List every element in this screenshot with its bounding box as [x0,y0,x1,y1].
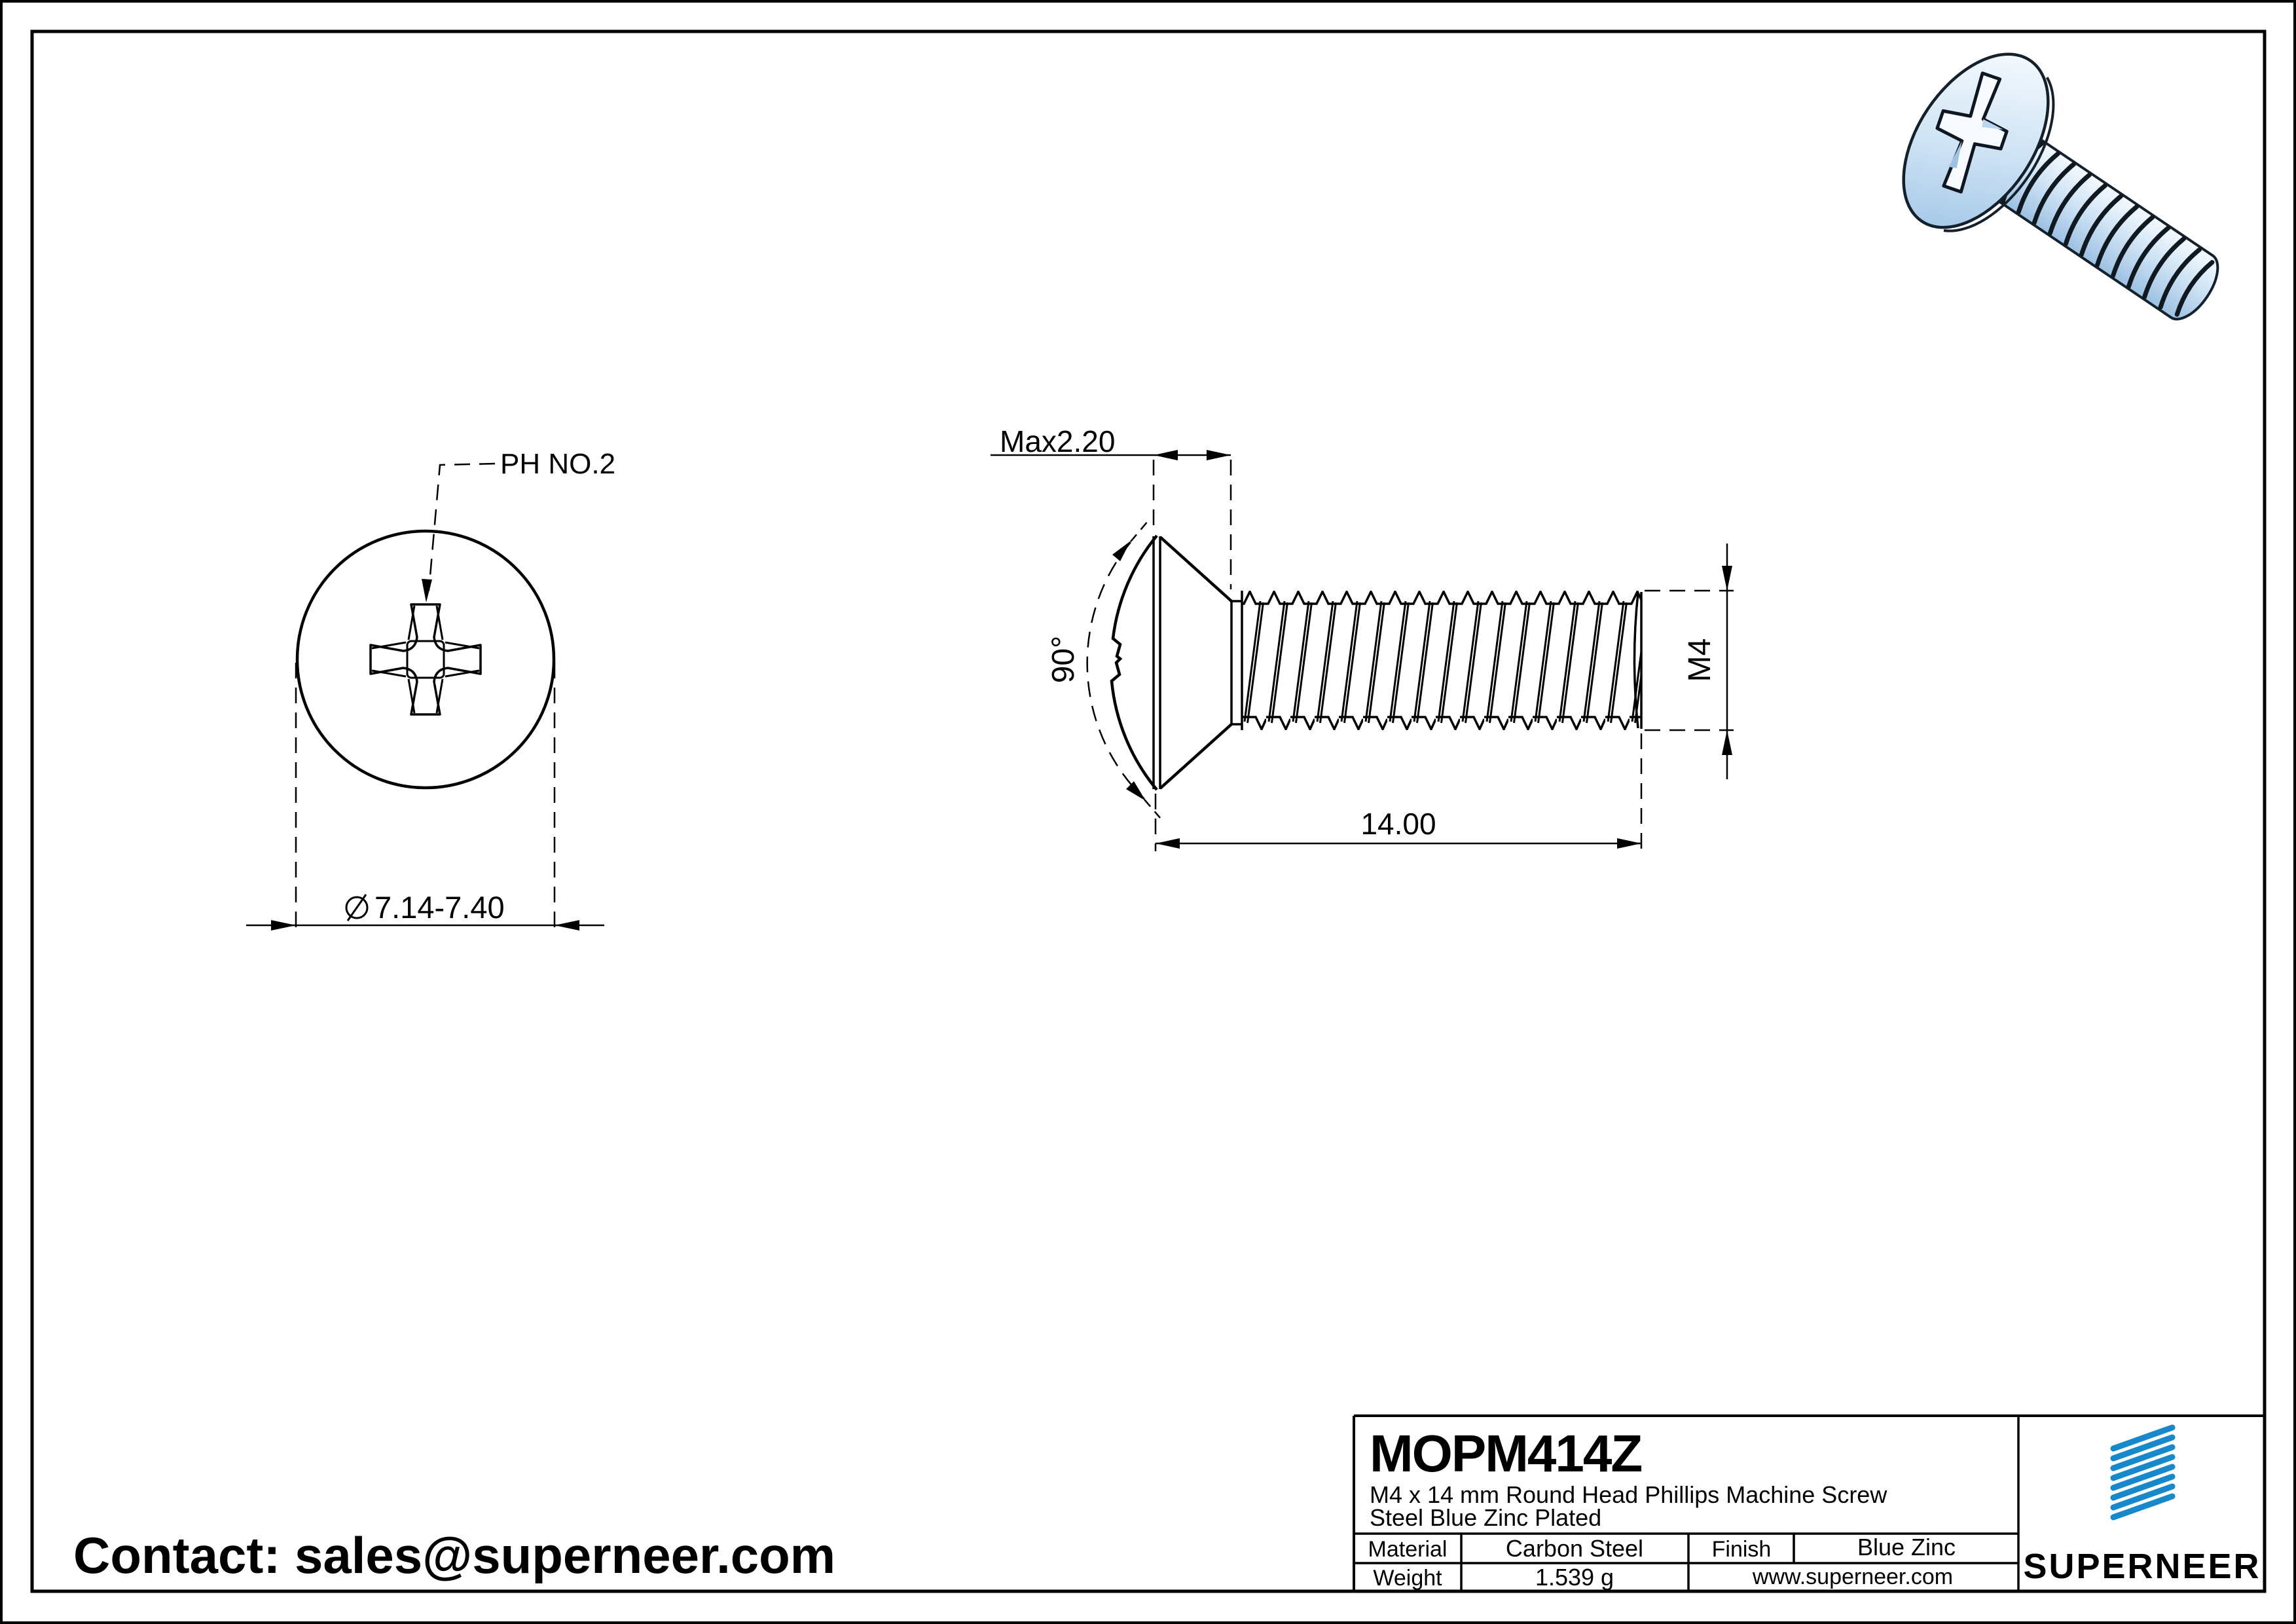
inner-frame [30,29,2267,1593]
head-height-label: Max2.20 [1000,424,1115,458]
diameter-label: 7.14-7.40 [374,890,505,925]
finish-label: Finish [1712,1537,1772,1562]
part-number: MOPM414Z [1370,1424,1641,1483]
length-label: 14.00 [1360,807,1436,841]
thread-runout [1230,591,1243,730]
title-block: MOPM414Z M4 x 14 mm Round Head Phillips … [1353,1414,2265,1591]
head-dome-arc [1110,534,1158,791]
head-outline-circle [295,529,556,790]
render-phillips-icon [1935,71,2009,194]
phillips-inner-square [406,640,445,679]
render-threads [2000,140,2215,317]
description-line1: M4 x 14 mm Round Head Phillips Machine S… [1370,1481,1887,1508]
material-value: Carbon Steel [1506,1535,1643,1562]
weight-label: Weight [1373,1566,1442,1591]
top-view [295,529,556,790]
screw-3d-render [1902,52,2219,321]
diameter-symbol-icon [345,894,369,921]
contact-line: Contact: sales@superneer.com [73,1526,835,1584]
diameter-dimension: 7.14-7.40 [246,663,604,933]
weight-value: 1.539 g [1535,1564,1614,1591]
material-label: Material [1368,1537,1448,1562]
drive-label: PH NO.2 [500,448,615,480]
phillips-taper-lines [371,605,480,714]
thread-size-dimension: M4 [1645,544,1734,779]
drive-callout: PH NO.2 [422,448,615,602]
render-head-rim [1943,77,2055,232]
shank-end [1633,592,1643,729]
leader-arrowhead [422,579,432,602]
description-line2: Steel Blue Zinc Plated [1370,1504,1601,1531]
head-height-dimension: Max2.20 [991,424,1232,589]
angle-label: 90° [1046,636,1081,684]
side-view [1110,534,1643,791]
brand-name: SUPERNEER [2023,1547,2261,1586]
brand-logo-icon [2110,1424,2176,1521]
length-dimension: 14.00 [1154,733,1643,851]
threaded-shank [1242,591,1641,730]
website-link[interactable]: www.superneer.com [1752,1564,1953,1589]
thread-label: M4 [1683,638,1717,682]
finish-value: Blue Zinc [1857,1534,1956,1560]
angle-dimension: 90° [1046,520,1161,819]
head-cone [1159,536,1233,790]
